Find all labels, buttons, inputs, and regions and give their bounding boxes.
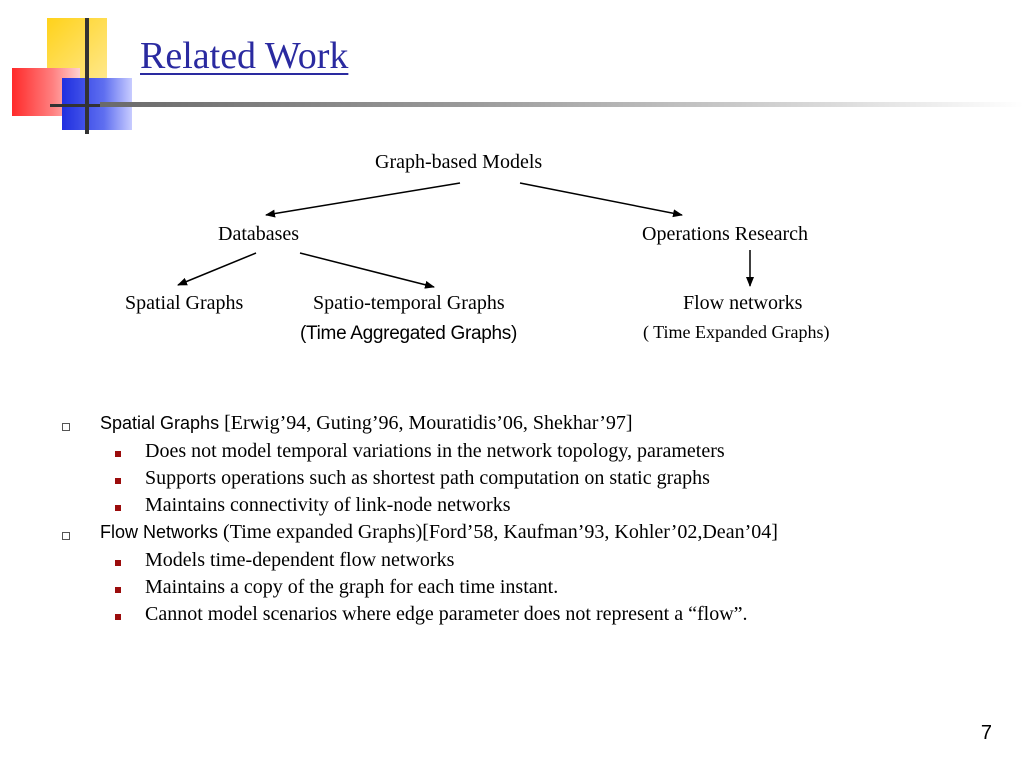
node-flow-networks: Flow networks [683,292,803,314]
node-spatial-graphs: Spatial Graphs [125,292,244,314]
sub-bullet: Cannot model scenarios where edge parame… [145,603,748,625]
arrow-databases-to-spatial-graphs [177,252,257,286]
sub-bullet: Maintains connectivity of link-node netw… [145,494,511,516]
bullet-references: (Time expanded Graphs)[Ford’58, Kaufman’… [218,521,778,543]
filled-square-bullet-icon [115,451,121,457]
arrow-root-to-databases [265,182,461,218]
arrow-databases-to-spatio-temporal [299,252,435,289]
title-divider [100,102,1024,107]
bullet-flow-networks: Flow Networks (Time expanded Graphs)[For… [100,521,778,544]
sub-bullet: Supports operations such as shortest pat… [145,467,710,489]
node-operations-research: Operations Research [642,223,809,245]
page-number: 7 [980,722,992,744]
node-time-aggregated-graphs: (Time Aggregated Graphs) [300,323,518,344]
sub-bullet: Does not model temporal variations in th… [145,440,725,462]
arrow-root-to-operations-research [519,182,683,218]
bullet-references: [Erwig’94, Guting’96, Mouratidis’06, She… [219,412,633,434]
filled-square-bullet-icon [115,587,121,593]
node-graph-based-models: Graph-based Models [375,151,543,173]
hollow-square-bullet-icon [62,423,70,431]
node-databases: Databases [218,223,300,245]
filled-square-bullet-icon [115,478,121,484]
filled-square-bullet-icon [115,505,121,511]
filled-square-bullet-icon [115,560,121,566]
slide-title: Related Work [140,35,349,77]
bullet-spatial-graphs: Spatial Graphs [Erwig’94, Guting’96, Mou… [100,412,633,435]
vertical-rule [85,18,89,134]
horizontal-rule [50,104,140,107]
node-time-expanded-graphs: ( Time Expanded Graphs) [643,322,830,342]
bullet-heading: Spatial Graphs [100,413,220,433]
hollow-square-bullet-icon [62,532,70,540]
filled-square-bullet-icon [115,614,121,620]
sub-bullet: Maintains a copy of the graph for each t… [145,576,559,598]
node-spatio-temporal-graphs: Spatio-temporal Graphs [313,292,505,314]
sub-bullet: Models time-dependent flow networks [145,549,455,571]
bullet-heading: Flow Networks [100,522,219,542]
